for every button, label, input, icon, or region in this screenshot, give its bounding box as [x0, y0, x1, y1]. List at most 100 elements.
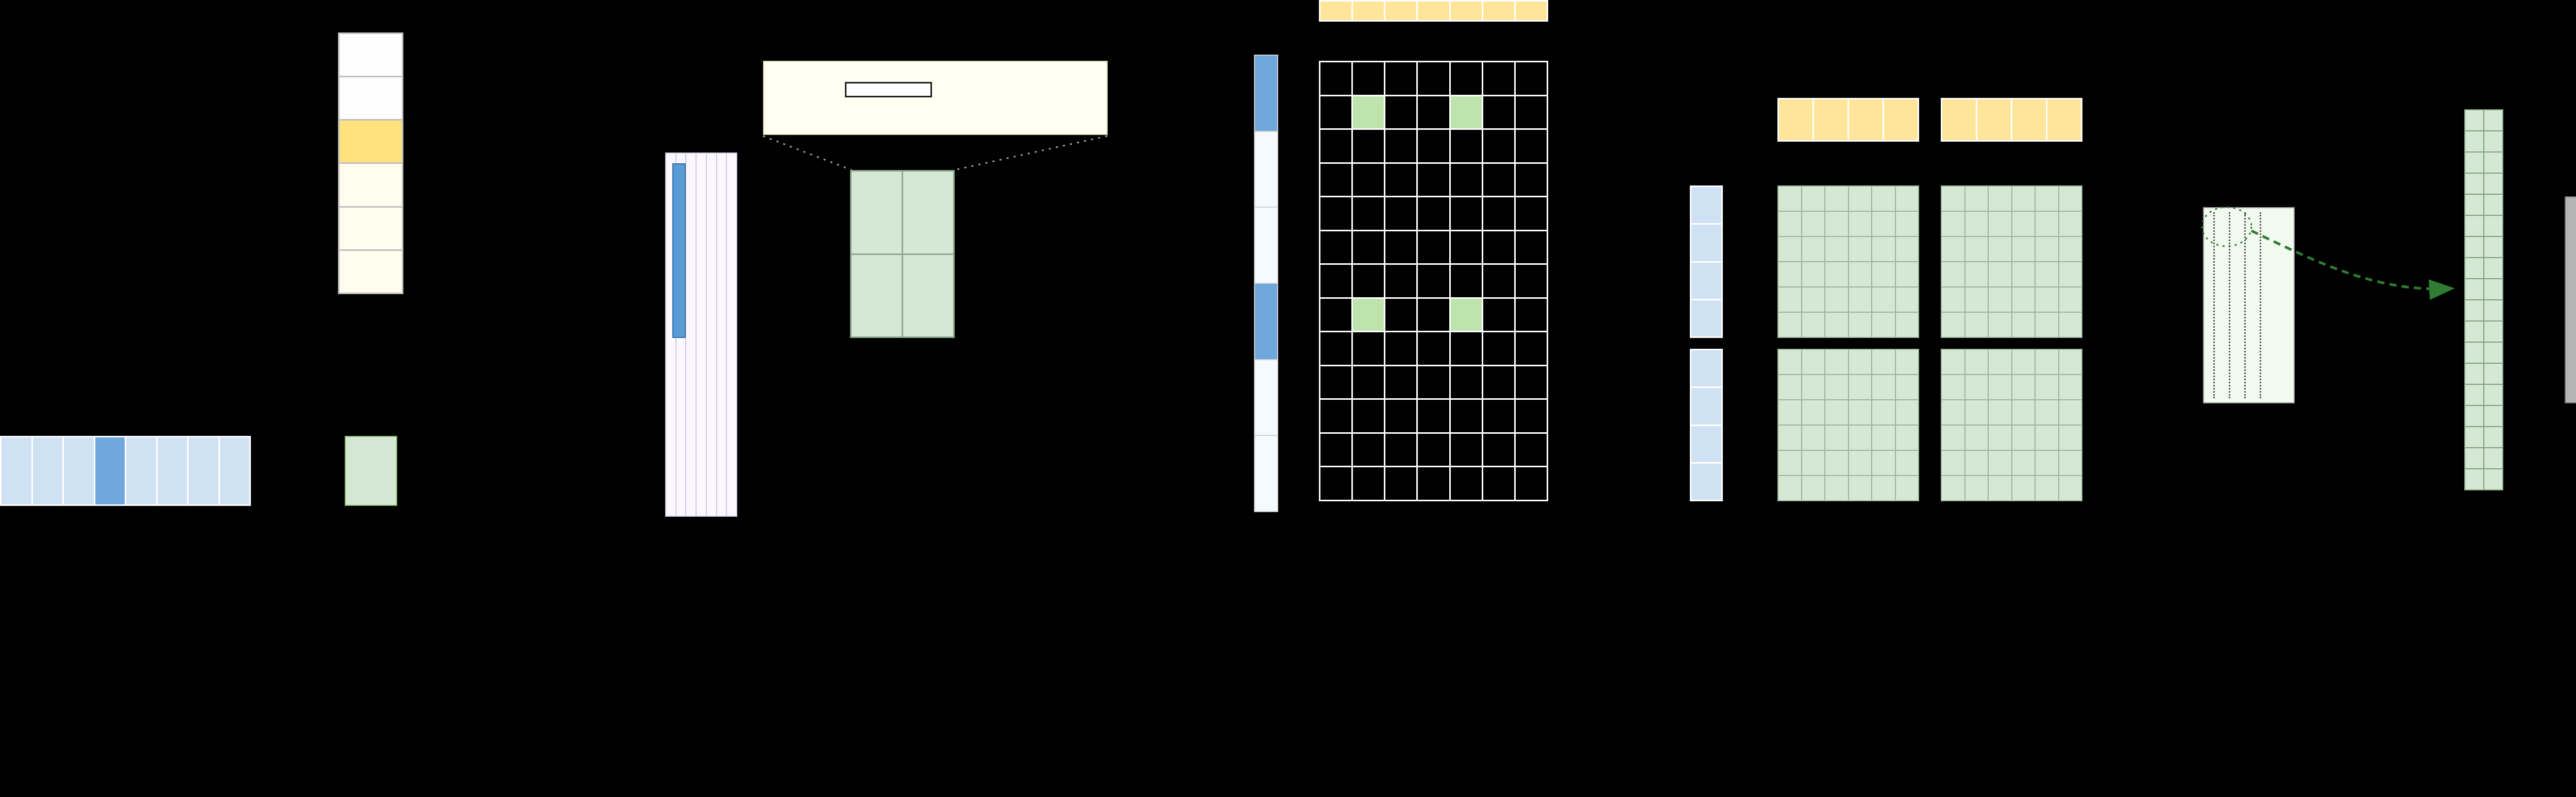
register-box	[845, 82, 932, 97]
grid-cell	[1385, 2, 1417, 20]
grid-cell	[1849, 287, 1871, 312]
grid-cell	[2012, 212, 2035, 236]
grid-cell	[2484, 427, 2502, 447]
grid-cell	[686, 154, 696, 516]
grid-cell	[2484, 448, 2502, 468]
grid-cell	[1965, 313, 1988, 337]
grid-cell	[1989, 287, 2011, 312]
grid-cell	[1942, 375, 1964, 399]
dotted-separator	[2244, 212, 2246, 398]
grid-cell	[157, 437, 187, 504]
grid-cell	[1942, 99, 1976, 140]
grid-cell	[1385, 231, 1417, 264]
matrix-block-top-right	[1941, 185, 2082, 338]
grid-cell	[2059, 426, 2081, 450]
grid-cell	[1483, 332, 1514, 365]
grid-cell	[1483, 467, 1514, 500]
grid-cell	[1353, 231, 1384, 264]
grid-cell	[2059, 375, 2081, 399]
grid-cell	[1895, 350, 1918, 374]
grid-cell	[1802, 186, 1824, 211]
grid-cell	[1965, 262, 1988, 286]
grid-cell	[1872, 212, 1895, 236]
grid-cell	[1353, 163, 1384, 196]
grid-cell	[340, 164, 402, 206]
grid-cell	[1802, 375, 1824, 399]
grid-cell	[1872, 313, 1895, 337]
grid-cell	[2012, 262, 2035, 286]
grid-cell	[2036, 287, 2058, 312]
grid-cell	[1802, 451, 1824, 475]
grid-cell	[1320, 400, 1352, 432]
grid-cell	[1483, 366, 1514, 399]
grid-cell	[1320, 62, 1352, 95]
grid-cell	[2465, 321, 2483, 342]
grid-cell	[717, 154, 726, 516]
grid-cell	[727, 154, 736, 516]
grid-cell	[1989, 262, 2011, 286]
grid-cell	[2465, 279, 2483, 299]
grid-cell	[2465, 131, 2483, 151]
dotted-separator	[2260, 212, 2261, 398]
grid-cell	[2036, 375, 2058, 399]
grid-cell	[1872, 237, 1895, 261]
grid-cell	[1825, 287, 1848, 312]
grid-cell	[1778, 287, 1801, 312]
grid-cell	[1942, 237, 1964, 261]
grid-cell	[1450, 163, 1482, 196]
grid-cell	[1825, 350, 1848, 374]
grid-cell	[1895, 451, 1918, 475]
blue-column-top	[1690, 185, 1723, 338]
grid-cell	[1450, 366, 1482, 399]
grid-cell	[1849, 451, 1871, 475]
grid-cell	[1418, 265, 1449, 297]
grid-cell	[1965, 287, 1988, 312]
grid-cell	[2012, 375, 2035, 399]
grid-cell	[1418, 2, 1449, 20]
grid-cell	[219, 437, 249, 504]
grid-cell	[2484, 279, 2502, 299]
grid-cell	[1849, 237, 1871, 261]
grid-cell	[2484, 406, 2502, 426]
grid-cell	[1483, 265, 1514, 297]
grid-cell	[1353, 197, 1384, 230]
grid-cell	[2012, 287, 2035, 312]
grid-cell	[1691, 187, 1721, 224]
grid-cell	[1691, 225, 1721, 261]
grid-cell	[1515, 433, 1547, 466]
grid-cell	[1320, 163, 1352, 196]
grid-cell	[1849, 350, 1871, 374]
grid-cell	[340, 34, 402, 76]
grid-cell	[1849, 476, 1871, 500]
grid-cell	[1778, 237, 1801, 261]
grid-cell	[903, 172, 953, 253]
tall-column-grid	[2464, 109, 2503, 490]
grid-cell	[1320, 265, 1352, 297]
grid-cell	[1989, 350, 2011, 374]
grid-cell	[95, 437, 125, 504]
grid-cell	[1418, 433, 1449, 466]
grid-cell	[1515, 265, 1547, 297]
grid-cell	[1353, 96, 1384, 129]
grid-cell	[1802, 237, 1824, 261]
sparse-index-column	[1254, 55, 1278, 512]
grid-cell	[1483, 96, 1514, 129]
grid-cell	[1802, 262, 1824, 286]
grid-cell	[1353, 467, 1384, 500]
grid-cell	[2036, 476, 2058, 500]
grid-cell	[2012, 476, 2035, 500]
grid-cell	[1515, 197, 1547, 230]
grid-cell	[340, 250, 402, 293]
dotted-separator	[2213, 212, 2215, 398]
grid-cell	[2484, 237, 2502, 257]
grid-cell	[1942, 350, 1964, 374]
grid-cell	[1483, 2, 1514, 20]
grid-cell	[1802, 313, 1824, 337]
grid-cell	[706, 154, 716, 516]
grid-cell	[1849, 375, 1871, 399]
grid-cell	[1872, 476, 1895, 500]
banner-block	[763, 61, 1108, 135]
grid-cell	[852, 255, 902, 336]
grid-cell	[2465, 385, 2483, 405]
